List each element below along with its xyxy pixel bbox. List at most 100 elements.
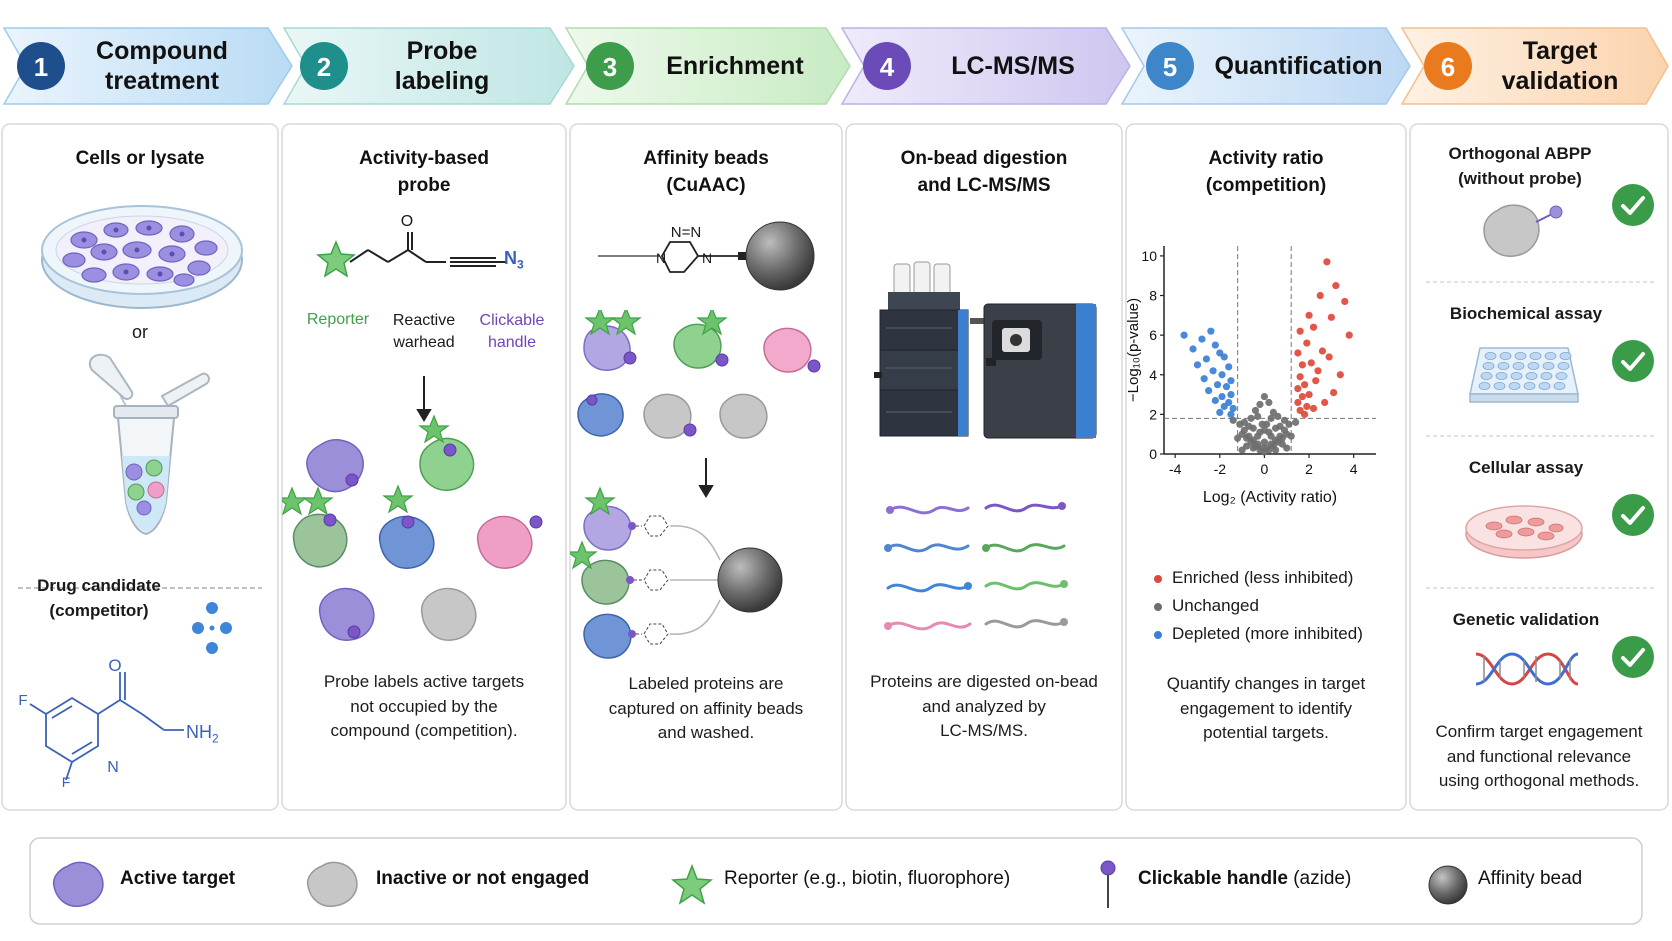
data-point	[1318, 347, 1327, 355]
data-point	[1211, 341, 1219, 349]
legend-bold-text: Clickable handle	[1138, 868, 1288, 889]
legend-item: Reporter (e.g., biotin, fluorophore)	[724, 868, 1010, 890]
data-point	[1300, 381, 1309, 389]
step-5-circle	[1146, 42, 1194, 90]
data-point	[1287, 432, 1295, 440]
well	[1538, 382, 1551, 391]
step-6-number: 6	[1440, 52, 1456, 82]
step-4-number: 4	[879, 52, 895, 82]
triazole-nn-label: N=N	[670, 224, 702, 241]
drug-structure-icon	[29, 672, 184, 781]
step-3-label: Enrichment	[666, 52, 804, 80]
triazole-n-label: N	[655, 250, 667, 266]
check-icon	[1612, 636, 1654, 678]
well	[1510, 372, 1523, 381]
check-icon	[1612, 340, 1654, 382]
data-point	[1189, 345, 1197, 353]
panel-1-title: Cells or lysate	[75, 148, 205, 169]
panel-6-caption: Confirm target engagement and functional…	[1435, 722, 1643, 791]
data-point	[1249, 444, 1257, 452]
validation-item-4-label: Genetic validation	[1452, 610, 1600, 629]
validation-item-3-label: Cellular assay	[1468, 458, 1584, 477]
legend-item: Inactive or not engaged	[376, 868, 589, 890]
well	[1478, 382, 1491, 391]
data-point	[1336, 371, 1344, 379]
volcano-legend-item: Depleted (more inhibited)	[1154, 624, 1363, 644]
well	[1553, 382, 1566, 391]
bead-capture-illustration	[570, 310, 821, 659]
data-point	[1323, 258, 1331, 266]
panel-5-caption: Quantify changes in target engagement to…	[1166, 674, 1366, 743]
data-point	[1292, 418, 1300, 426]
compound-dots-icon	[192, 602, 232, 654]
data-point	[1303, 402, 1311, 411]
data-point	[1220, 402, 1228, 411]
step-1-circle	[17, 42, 65, 90]
data-point	[1251, 406, 1260, 415]
data-point	[1218, 371, 1226, 379]
data-point	[1305, 390, 1313, 399]
x-tick-label: 2	[1305, 461, 1313, 477]
step-1-number: 1	[33, 52, 49, 82]
data-point	[1205, 387, 1213, 395]
step-4-circle	[863, 42, 911, 90]
data-point	[1321, 398, 1329, 407]
cellular-assay-dish-icon	[1465, 505, 1583, 559]
clickable-handle-icon	[1100, 860, 1116, 908]
data-point	[1227, 377, 1235, 385]
data-point	[1271, 446, 1280, 454]
x-tick-label: 0	[1261, 461, 1269, 477]
step-3-circle	[586, 42, 634, 90]
panel-2-title: Activity-based probe	[359, 148, 489, 196]
step-3-number: 3	[602, 52, 618, 82]
data-point	[1316, 291, 1324, 300]
legend-text: Reporter (e.g., biotin, fluorophore)	[724, 868, 1011, 889]
probe-labeled-proteins	[282, 376, 543, 641]
data-point	[1229, 404, 1237, 413]
orthogonal-abpp-icon	[1483, 204, 1563, 257]
y-tick-label: 10	[1141, 248, 1157, 264]
legend-text: Unchanged	[1172, 596, 1259, 615]
well	[1514, 351, 1527, 360]
well	[1540, 372, 1553, 381]
data-point	[1283, 444, 1291, 452]
atom-nh2-label: NH2	[186, 722, 219, 746]
step-2-circle	[300, 42, 348, 90]
data-point	[1303, 339, 1311, 347]
step-1-label: Compound treatment	[96, 37, 228, 95]
well	[1497, 361, 1510, 370]
atom-f2-label: F	[61, 774, 71, 790]
data-point	[1327, 313, 1335, 321]
data-point	[1309, 323, 1318, 331]
data-point	[1229, 416, 1237, 424]
legend-item: Affinity bead	[1478, 868, 1582, 890]
data-point	[1298, 361, 1306, 369]
legend-text: Depleted (more inhibited)	[1172, 624, 1363, 643]
drug-candidate-title: Drug candidate (competitor)	[37, 576, 161, 620]
well	[1480, 372, 1493, 381]
well	[1482, 361, 1495, 370]
affinity-bead-icon	[1428, 865, 1468, 905]
lc-ms-instrument-icon	[874, 261, 1097, 439]
legend-dot	[1154, 630, 1162, 639]
x-tick-label: -4	[1169, 461, 1182, 477]
well	[1544, 351, 1557, 360]
y-tick-label: 6	[1149, 327, 1157, 343]
y-tick-label: 2	[1149, 406, 1157, 422]
well-plate-icon	[1469, 347, 1579, 403]
data-point	[1260, 426, 1269, 434]
well	[1559, 351, 1572, 360]
data-point	[1222, 383, 1231, 391]
data-point	[1238, 446, 1246, 454]
dna-icon	[1475, 652, 1579, 686]
x-axis-label: Log₂ (Activity ratio)	[1203, 489, 1337, 506]
or-label: or	[131, 322, 148, 342]
legend-dot	[1154, 574, 1162, 583]
triazole-bead-icon	[598, 221, 815, 291]
legend-text: Affinity bead	[1478, 868, 1583, 889]
data-point	[1294, 398, 1302, 407]
check-icon	[1612, 494, 1654, 536]
atom-o-label: O	[108, 656, 122, 675]
warhead-label: Reactive warhead	[392, 312, 456, 352]
